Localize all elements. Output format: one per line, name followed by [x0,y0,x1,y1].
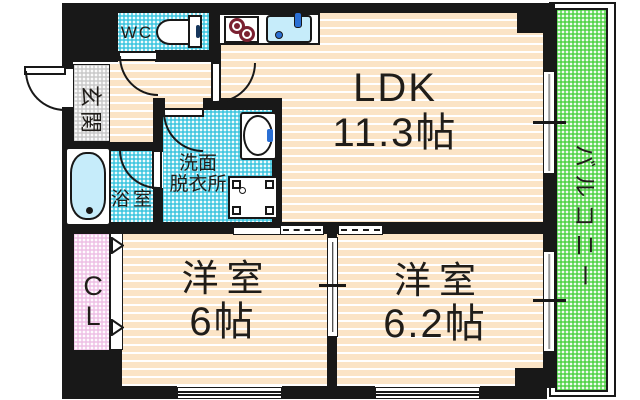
wall [62,3,73,69]
wall [62,107,73,390]
closet-name: CL [78,271,109,331]
west-room1-south-window [177,387,282,399]
washroom-line2: 脱衣所 [169,174,227,195]
toilet-tank-icon [188,15,202,48]
wall [62,350,122,399]
folding-door-chevron-icon [111,319,124,336]
entrance-door-arc [25,71,65,111]
closet-label: CL [76,255,110,347]
pan-corner [232,206,241,215]
wall [153,110,163,152]
pan-corner [232,180,241,189]
wall [282,386,375,399]
ldk-label: LDK 11.3帖 [285,60,505,162]
west-room1-name: 洋室 [181,258,272,300]
west-room1-size: 6帖 [189,299,256,344]
ldk-size: 11.3帖 [332,111,458,155]
wc-name: WC [120,23,154,43]
folding-door-chevron-icon [111,237,124,254]
partition-center-tick [319,284,346,287]
bathtub-drain-icon [86,207,93,214]
west-room2-name: 洋室 [394,260,484,302]
west-room2-hanger-opening [338,225,383,235]
wall [62,3,547,13]
burner-icon [239,26,255,42]
washroom-line1: 洗面 [178,152,217,174]
pan-drain-icon [239,187,246,194]
kitchen-sink-icon [266,12,312,43]
ldk-name: LDK [353,66,437,111]
west-room1-hanger-opening [280,225,324,235]
west-room2-size: 6.2帖 [383,301,487,346]
pan-corner [265,180,274,189]
wall [543,3,555,71]
wall [543,352,555,388]
washroom-label: 洗面 脱衣所 [160,150,236,198]
window-center-tick [533,299,566,302]
wall [153,98,165,110]
entrance-label: 玄関 [78,81,104,141]
wall [327,336,337,390]
faucet-icon [294,12,302,28]
washing-machine-pan-icon [228,176,278,219]
west-room2-south-window [375,387,480,399]
wall [543,174,555,251]
wall [515,368,545,388]
closet-area [73,233,110,351]
bathroom-name: 浴室 [110,189,155,211]
wall [480,386,547,399]
toilet-tank-mark [196,25,200,38]
washbasin-tap-icon [267,129,273,142]
west-room1-label: 洋室 6帖 [125,250,320,353]
west-room2-label: 洋室 6.2帖 [340,252,530,355]
faucet-knob-icon [275,31,283,39]
pan-corner [265,206,274,215]
wall [155,50,211,62]
balcony-area [555,8,608,392]
west-room1-opening [233,227,281,235]
balcony-name: バルコニー [571,144,598,294]
wall [272,98,282,228]
window-center-tick [533,121,566,124]
gas-stove-icon [224,16,259,43]
entrance-name: 玄関 [78,84,104,137]
west-room2-floor [337,234,543,386]
wall [517,13,545,33]
wall [62,142,163,151]
entrance-area [73,64,110,142]
bathroom-label: 浴室 [106,189,160,211]
balcony-label: バルコニー [571,134,598,304]
wc-label: WC [116,23,158,43]
west-room1-floor [122,234,327,386]
room-partition-sliding-door [327,237,338,337]
wall [153,188,163,228]
